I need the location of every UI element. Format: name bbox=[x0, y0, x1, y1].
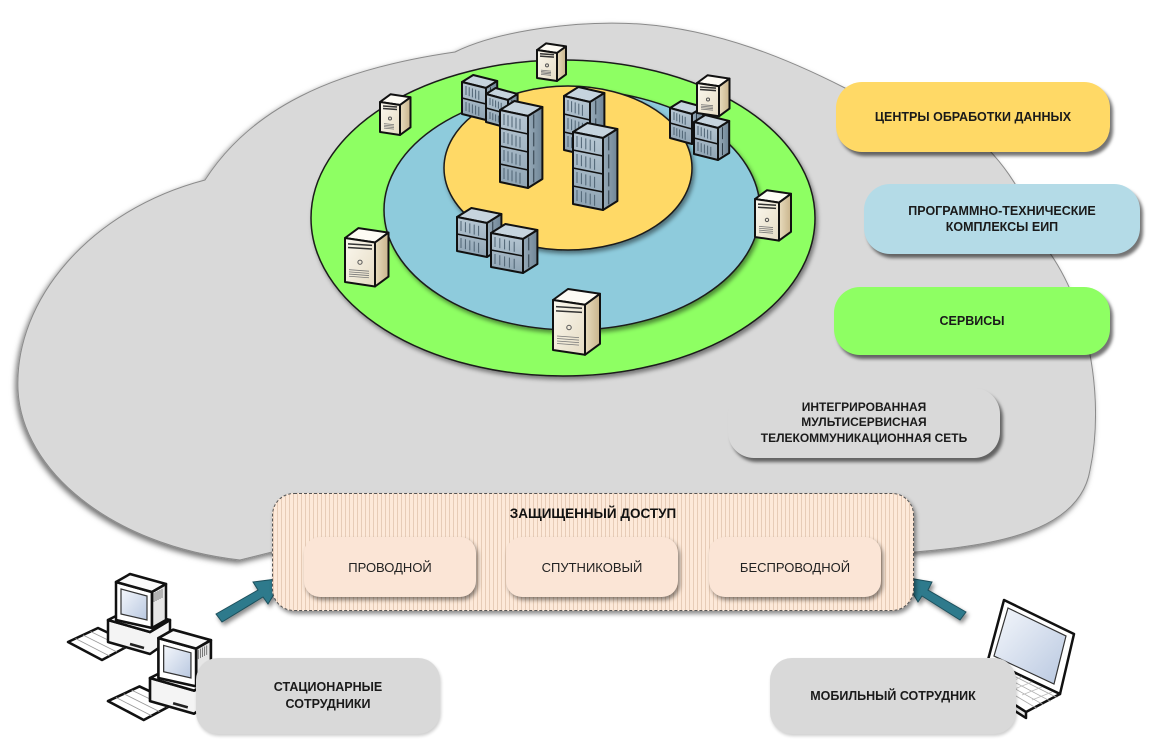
legend-ptk-line-2: КОМПЛЕКСЫ ЕИП bbox=[945, 220, 1059, 234]
legend-network-line-3: ТЕЛЕКОММУНИКАЦИОННАЯ СЕТЬ bbox=[760, 430, 968, 445]
legend-network: ИНТЕГРИРОВАННАЯ МУЛЬТИСЕРВИСНАЯ ТЕЛЕКОММ… bbox=[728, 388, 1000, 458]
access-wireless: БЕСПРОВОДНОЙ bbox=[709, 537, 881, 597]
secure-access-title: ЗАЩИЩЕННЫЙ ДОСТУП bbox=[509, 506, 677, 521]
rack-server-icon bbox=[499, 100, 544, 189]
tower-server-icon bbox=[536, 42, 567, 82]
legend-ptk-text: ПРОГРАММНО-ТЕХНИЧЕСКИЕ КОМПЛЕКСЫ ЕИП bbox=[908, 203, 1095, 236]
access-wired: ПРОВОДНОЙ bbox=[304, 537, 476, 597]
tower-server-icon bbox=[754, 189, 792, 242]
rack-server-icon bbox=[572, 122, 619, 211]
legend-services: СЕРВИСЫ bbox=[834, 287, 1110, 355]
legend-network-line-2: МУЛЬТИСЕРВИСНАЯ bbox=[801, 415, 927, 430]
desktop-computer-icon bbox=[66, 572, 172, 662]
legend-network-line-1: ИНТЕГРИРОВАННАЯ bbox=[801, 399, 927, 414]
legend-data-centers-text: ЦЕНТРЫ ОБРАБОТКИ ДАННЫХ bbox=[874, 109, 1072, 124]
access-satellite: СПУТНИКОВЫЙ bbox=[506, 537, 678, 597]
mobile-employee-text: МОБИЛЬНЫЙ СОТРУДНИК bbox=[810, 688, 976, 703]
stationary-line-1: СТАЦИОНАРНЫЕ bbox=[273, 680, 383, 695]
legend-software-hardware-complexes: ПРОГРАММНО-ТЕХНИЧЕСКИЕ КОМПЛЕКСЫ ЕИП bbox=[864, 184, 1140, 254]
rack-server-icon bbox=[693, 114, 731, 161]
tower-server-icon bbox=[344, 227, 390, 288]
legend-data-centers: ЦЕНТРЫ ОБРАБОТКИ ДАННЫХ bbox=[836, 82, 1110, 152]
mobile-employee-label: МОБИЛЬНЫЙ СОТРУДНИК bbox=[770, 658, 1016, 734]
tower-server-icon bbox=[552, 288, 601, 356]
rack-server-icon bbox=[490, 223, 539, 274]
tower-server-icon bbox=[696, 74, 731, 118]
legend-ptk-line-1: ПРОГРАММНО-ТЕХНИЧЕСКИЕ bbox=[908, 203, 1096, 218]
secure-access-panel: ЗАЩИЩЕННЫЙ ДОСТУП ПРОВОДНОЙ СПУТНИКОВЫЙ … bbox=[272, 493, 914, 611]
legend-services-text: СЕРВИСЫ bbox=[939, 313, 1005, 328]
stationary-employees-text: СТАЦИОНАРНЫЕ СОТРУДНИКИ bbox=[274, 679, 382, 713]
tower-server-icon bbox=[379, 93, 412, 136]
stationary-line-2: СОТРУДНИКИ bbox=[285, 697, 371, 711]
stationary-employees-label: СТАЦИОНАРНЫЕ СОТРУДНИКИ bbox=[196, 658, 440, 734]
legend-network-text: ИНТЕГРИРОВАННАЯ МУЛЬТИСЕРВИСНАЯ ТЕЛЕКОММ… bbox=[761, 400, 967, 447]
